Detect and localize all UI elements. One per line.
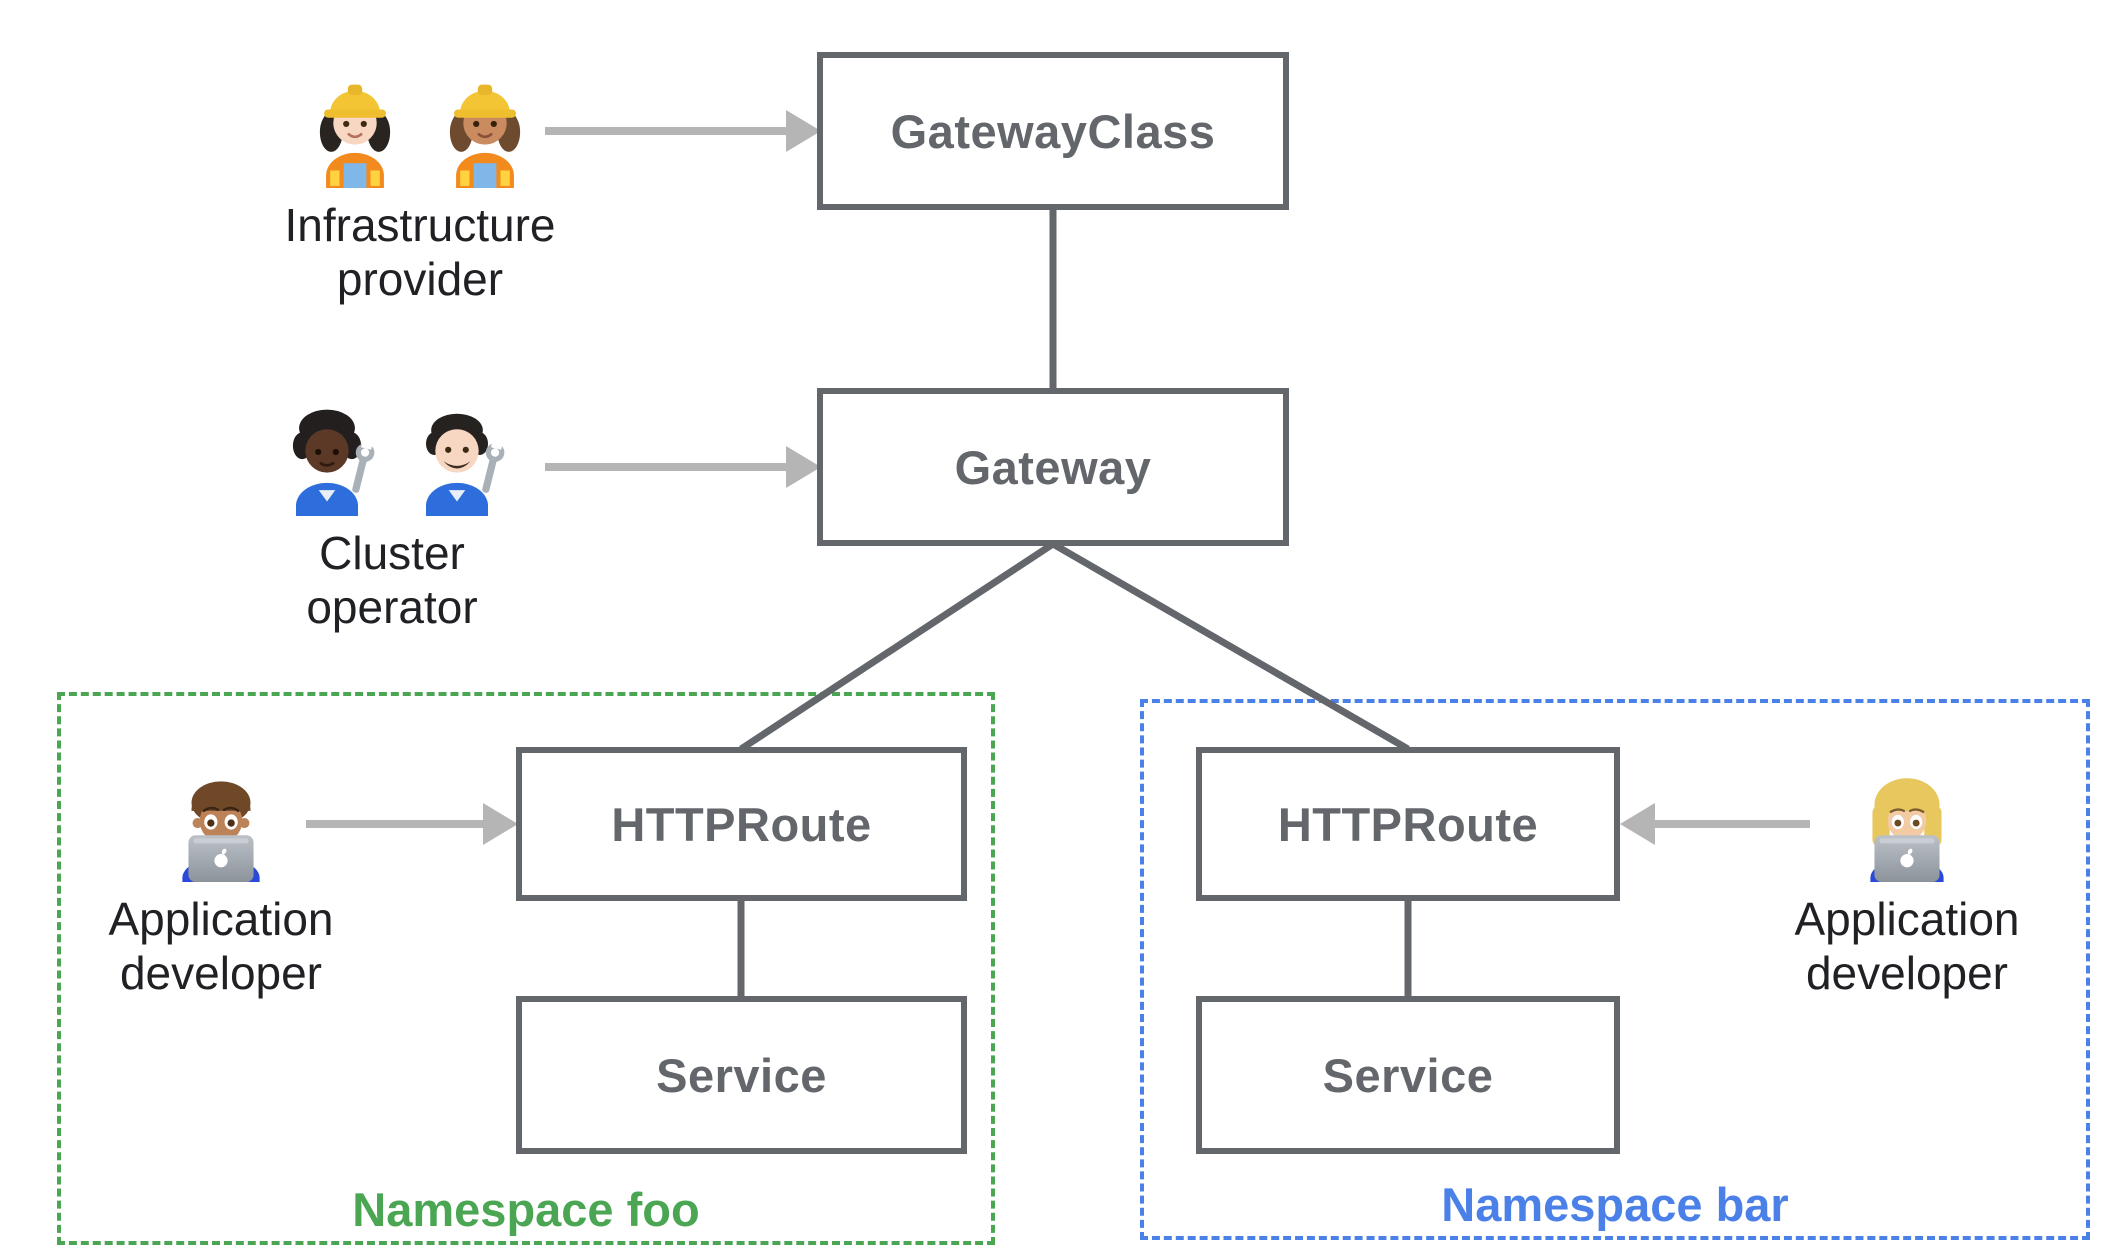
persona-infrastructure-provider: Infrastructure provider bbox=[230, 64, 610, 307]
node-service-bar: Service bbox=[1196, 996, 1620, 1154]
infrastructure-provider-emojis bbox=[293, 64, 547, 188]
infrastructure-provider-label: Infrastructure provider bbox=[284, 199, 556, 306]
namespace-bar-region: Namespace bar bbox=[1140, 699, 2090, 1240]
man-technologist-icon bbox=[160, 760, 282, 882]
woman-construction-worker-medium-icon bbox=[423, 64, 547, 188]
node-gateway: Gateway bbox=[817, 388, 1289, 546]
man-mechanic-light-icon bbox=[395, 392, 519, 516]
cluster-operator-label: Cluster operator bbox=[306, 527, 478, 634]
persona-application-developer-bar: Application developer bbox=[1757, 760, 2057, 1001]
mechanic-dark-icon bbox=[265, 392, 389, 516]
node-gateway-label: Gateway bbox=[954, 440, 1152, 494]
node-httproute-foo: HTTPRoute bbox=[516, 747, 967, 901]
node-service-foo-label: Service bbox=[656, 1048, 827, 1102]
namespace-foo-label: Namespace foo bbox=[352, 1183, 700, 1236]
edge-gateway-httproute-foo bbox=[739, 541, 1055, 752]
arrow-app-developer-foo-head bbox=[483, 803, 518, 845]
persona-application-developer-foo: Application developer bbox=[71, 760, 371, 1001]
application-developer-foo-label: Application developer bbox=[108, 893, 334, 1000]
application-developer-foo-emojis bbox=[160, 760, 282, 882]
node-httproute-foo-label: HTTPRoute bbox=[611, 797, 872, 851]
woman-technologist-icon bbox=[1846, 760, 1968, 882]
namespace-foo-region: Namespace foo bbox=[57, 692, 995, 1245]
persona-cluster-operator: Cluster operator bbox=[212, 392, 572, 635]
node-gatewayclass: GatewayClass bbox=[817, 52, 1289, 210]
edge-gateway-httproute-bar bbox=[1051, 540, 1410, 753]
cluster-operator-emojis bbox=[265, 392, 519, 516]
node-service-bar-label: Service bbox=[1322, 1048, 1494, 1102]
woman-construction-worker-light-icon bbox=[293, 64, 417, 188]
application-developer-bar-label: Application developer bbox=[1794, 893, 2020, 1000]
arrow-cluster-operator-head bbox=[786, 446, 821, 488]
namespace-bar-label: Namespace bar bbox=[1441, 1178, 1789, 1231]
node-httproute-bar: HTTPRoute bbox=[1196, 747, 1620, 901]
node-httproute-bar-label: HTTPRoute bbox=[1277, 797, 1539, 851]
arrow-infrastructure-provider-head bbox=[786, 110, 821, 152]
arrow-app-developer-bar-head bbox=[1620, 803, 1655, 845]
application-developer-bar-emojis bbox=[1846, 760, 1968, 882]
node-service-foo: Service bbox=[516, 996, 967, 1154]
node-gatewayclass-label: GatewayClass bbox=[890, 104, 1216, 158]
